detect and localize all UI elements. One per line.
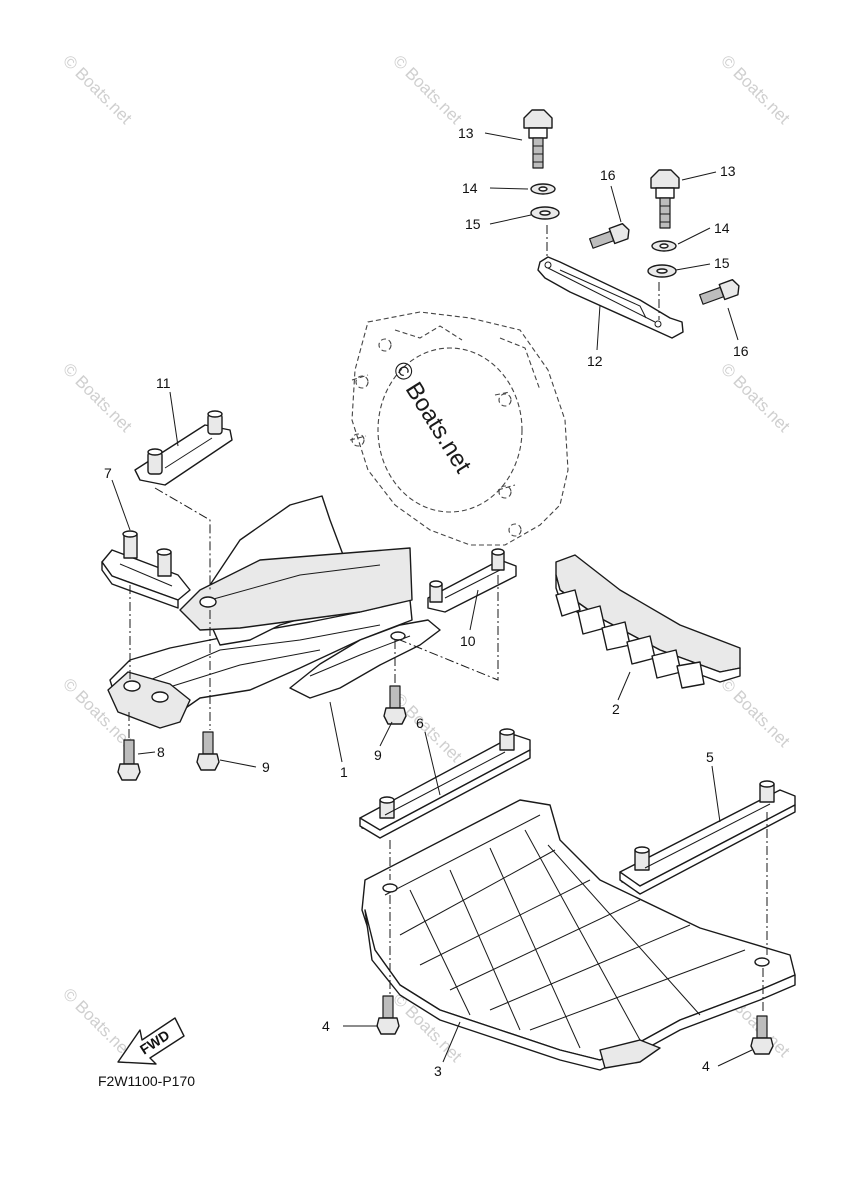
- part-13-bolt-right: [650, 169, 680, 229]
- label-part-6: 6: [416, 715, 424, 731]
- label-part-1: 1: [340, 764, 348, 780]
- part-6-rail: [359, 728, 531, 839]
- watermark: © Boats.net: [717, 674, 794, 751]
- part-14-washer-right: [651, 240, 677, 252]
- watermark: © Boats.net: [717, 359, 794, 436]
- label-part-7: 7: [104, 465, 112, 481]
- label-part-2: 2: [612, 701, 620, 717]
- part-13-bolt-left: [523, 109, 553, 169]
- part-7-mount: [101, 530, 191, 609]
- part-12-bracket: [537, 256, 684, 339]
- part-5-rail: [619, 780, 796, 895]
- label-part-4: 4: [322, 1018, 330, 1034]
- label-part-9: 9: [262, 759, 270, 775]
- watermark: © Boats.net: [59, 984, 136, 1061]
- watermark: © Boats.net: [59, 51, 136, 128]
- diagram-code: F2W1100-P170: [98, 1073, 195, 1089]
- label-part-10: 10: [460, 633, 476, 649]
- label-part-9: 9: [374, 747, 382, 763]
- watermark: © Boats.net: [389, 51, 466, 128]
- part-labels: 13 14 15 16 13 14 15 16 12 11 7 10 2 9 6…: [104, 125, 749, 1079]
- label-part-15: 15: [714, 255, 730, 271]
- part-9-bolt-left: [196, 731, 220, 771]
- part-9-bolt-right: [383, 685, 407, 725]
- label-part-14: 14: [462, 180, 478, 196]
- part-4-bolt-right: [750, 1015, 774, 1055]
- part-8-bolt: [117, 739, 141, 781]
- watermark: © Boats.net: [389, 689, 466, 766]
- label-part-12: 12: [587, 353, 603, 369]
- watermark: © Boats.net: [59, 359, 136, 436]
- leader-lines: [111, 132, 753, 1067]
- label-part-16: 16: [733, 343, 749, 359]
- label-part-13: 13: [720, 163, 736, 179]
- watermark-overlay: © Boats.net: [387, 357, 477, 478]
- label-part-3: 3: [434, 1063, 442, 1079]
- label-part-8: 8: [157, 744, 165, 760]
- part-15-washer-left: [530, 206, 560, 220]
- label-part-4: 4: [702, 1058, 710, 1074]
- part-10-mount: [427, 548, 517, 613]
- bulkhead-ghost: © Boats.net: [349, 311, 569, 546]
- label-part-13: 13: [458, 125, 474, 141]
- part-14-washer-left: [530, 183, 556, 195]
- part-11-mount: [134, 410, 233, 486]
- label-part-14: 14: [714, 220, 730, 236]
- watermark: © Boats.net: [717, 51, 794, 128]
- part-16-bolt-right: [699, 278, 740, 305]
- part-2-rubber-block: [555, 554, 741, 689]
- label-part-11: 11: [156, 375, 171, 391]
- label-part-15: 15: [465, 216, 481, 232]
- part-1-hull: [107, 495, 441, 729]
- part-3-skid-plate: [361, 799, 796, 1071]
- part-15-washer-right: [647, 264, 677, 278]
- label-part-16: 16: [600, 167, 616, 183]
- label-part-5: 5: [706, 749, 714, 765]
- part-16-bolt-left: [589, 222, 630, 249]
